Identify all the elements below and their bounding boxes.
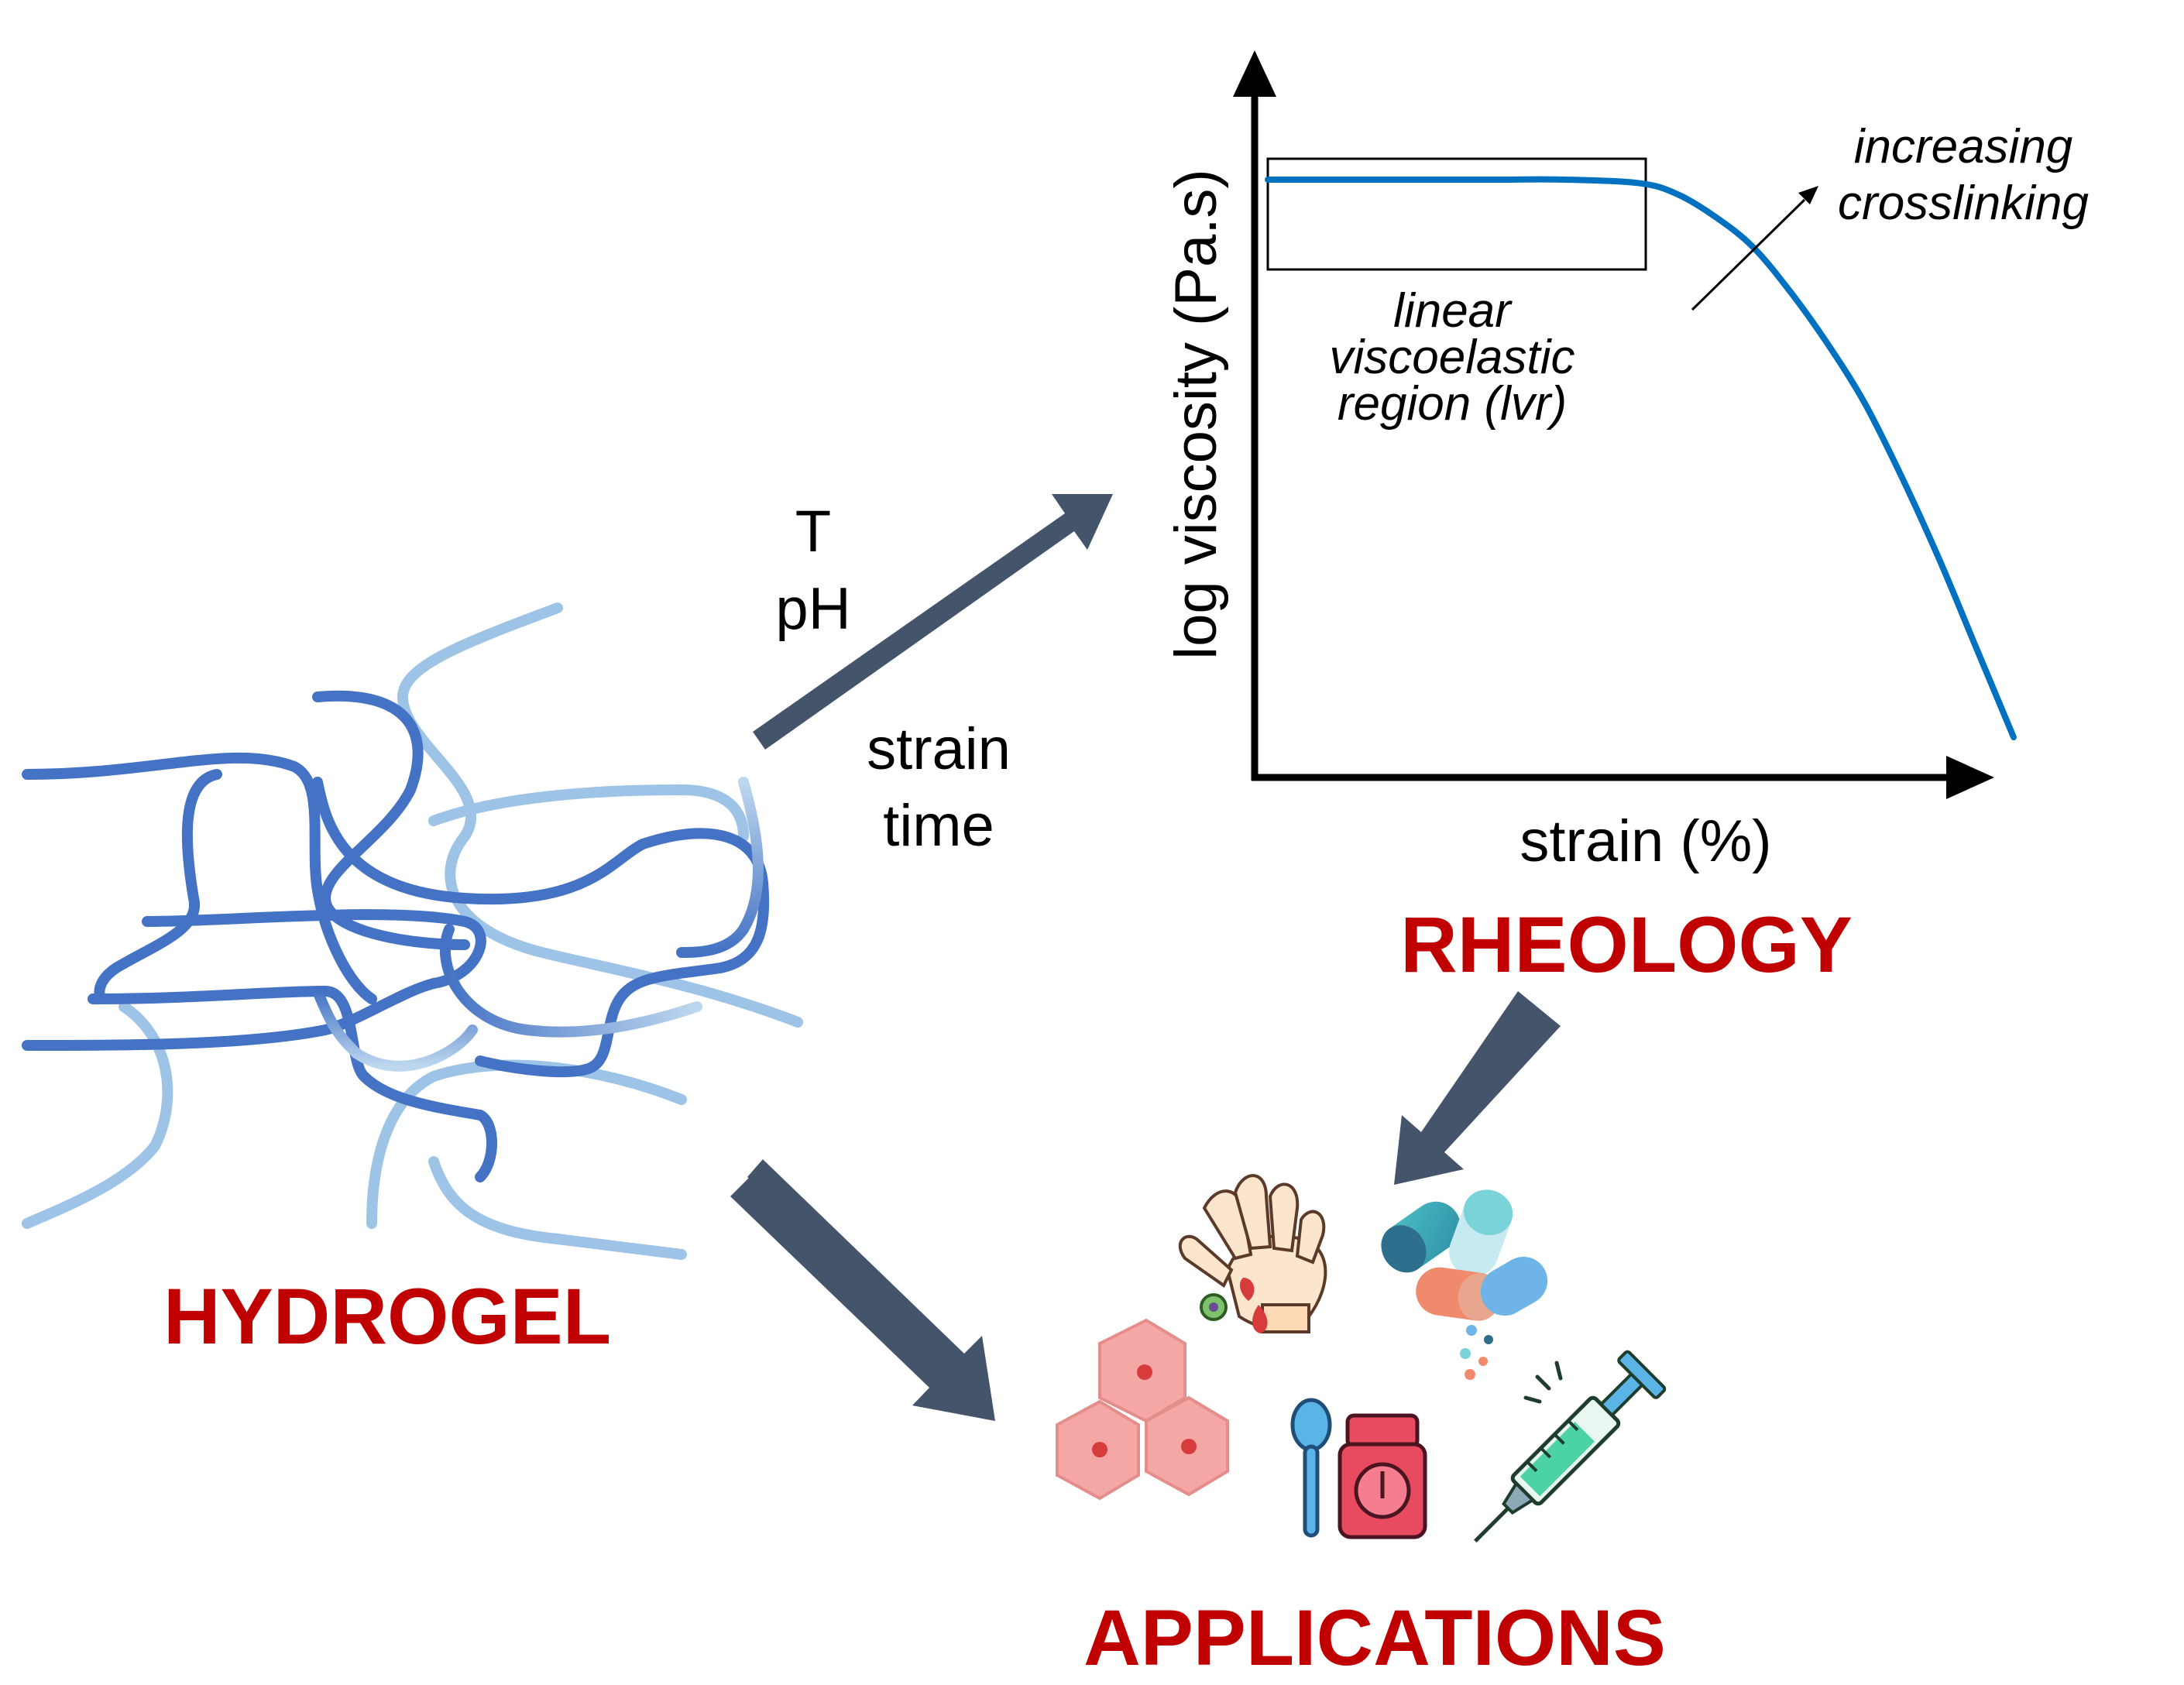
hydrogel-strand [676, 777, 764, 958]
jar-spoon-icon [1290, 1398, 1427, 1539]
hydrogel-strand [22, 978, 439, 1051]
arrow-to-rheology-shape [753, 494, 1113, 750]
rheology-label: RHEOLOGY [1400, 901, 1853, 989]
trend-annotation-line1: increasing [1854, 120, 2073, 173]
x-axis-arrowhead [1946, 756, 1994, 799]
rheology-chart: log viscosity (Pa.s) strain (%) linear v… [1163, 50, 2089, 874]
hydrogel-strand [397, 602, 803, 1028]
hydrogel-strand [22, 752, 377, 1004]
condition-strain: strain [867, 716, 1011, 782]
y-axis-arrowhead [1233, 50, 1276, 97]
hydrogel-strand [440, 924, 702, 1038]
hydrogel-label: HYDROGEL [163, 1272, 611, 1361]
condition-time: time [883, 793, 994, 859]
hydrogel-network [22, 602, 803, 1260]
viscosity-series-line [1265, 176, 2017, 740]
y-axis-label: log viscosity (Pa.s) [1163, 169, 1229, 660]
wound-glove-icon [1178, 1174, 1327, 1333]
x-axis-label: strain (%) [1520, 808, 1771, 874]
condition-temperature: T [795, 499, 831, 565]
hydrogel-strand [142, 909, 486, 989]
syringe-icon [1474, 1350, 1667, 1543]
lvr-box [1266, 157, 1647, 271]
chart-axes [1233, 50, 1994, 799]
lvr-annotation-line1: linear [1393, 284, 1513, 338]
capsule-pills-icon [1381, 1189, 1548, 1380]
crosslinking-trend-arrowhead [1798, 186, 1818, 204]
condition-ph: pH [775, 576, 850, 642]
lvr-annotation-line2: viscoelastic [1330, 331, 1575, 384]
hydrogel-strand [428, 1156, 687, 1260]
arrow-to-applications [730, 1159, 995, 1421]
applications-label: APPLICATIONS [1083, 1594, 1666, 1682]
hydrogel-strand [428, 784, 749, 842]
arrow-rheology-to-applications-shape [1394, 991, 1561, 1185]
lvr-annotation-line3: region (lvr) [1338, 377, 1567, 431]
arrow-to-rheology [753, 494, 1113, 750]
hydrogel-strand [88, 985, 497, 1182]
arrow-rheology-to-applications [1394, 991, 1561, 1185]
hydrogel-strand [94, 769, 222, 1004]
trend-annotation-line2: crosslinking [1838, 177, 2089, 230]
syringe-sparkle [1523, 1361, 1563, 1404]
crosslinking-trend-arrow [1691, 186, 1818, 311]
hydrogel-strand [366, 1059, 687, 1229]
hydrogel-strand [312, 986, 478, 1072]
hydrogel-strand [312, 690, 470, 950]
cells-icon [1056, 1318, 1229, 1501]
